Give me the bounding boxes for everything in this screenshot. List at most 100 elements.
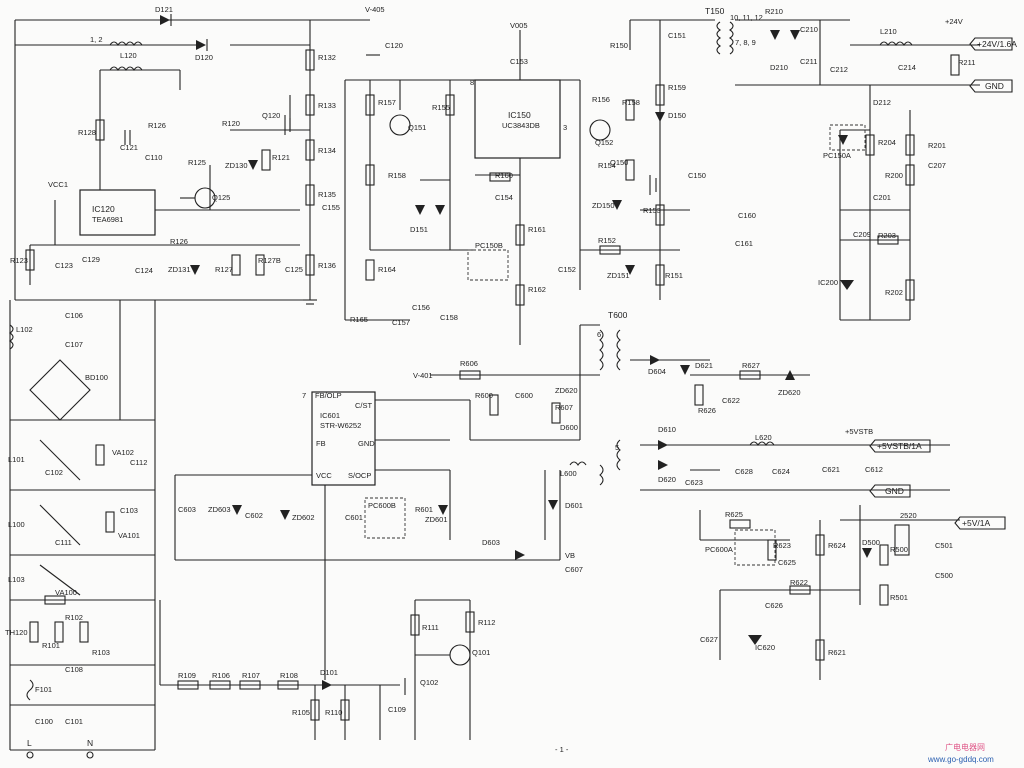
- label: R621: [828, 648, 846, 657]
- label: V-405: [365, 5, 385, 14]
- label: D604: [648, 367, 666, 376]
- coil-l210: [879, 41, 913, 46]
- label: C625: [778, 558, 796, 567]
- label: L620: [755, 433, 772, 442]
- optocoupler-pc600a: [734, 529, 776, 566]
- label: C207: [928, 161, 946, 170]
- label: R157: [378, 98, 396, 107]
- label: C628: [735, 467, 753, 476]
- transistor-q125: [180, 187, 216, 209]
- output-arrow-5vstb: [869, 439, 931, 453]
- label: L: [27, 738, 32, 748]
- label: 3: [563, 123, 567, 132]
- label: C125: [285, 265, 303, 274]
- shunt-ic620: [748, 635, 762, 645]
- label: T150: [705, 6, 725, 16]
- label: R607: [555, 403, 573, 412]
- label: L120: [120, 51, 137, 60]
- label: R160: [495, 171, 513, 180]
- diodes-d151: [415, 205, 445, 215]
- label: R127: [215, 265, 233, 274]
- label: R134: [318, 146, 336, 155]
- label: R150: [610, 41, 628, 50]
- label: R161: [528, 225, 546, 234]
- label: ZD131: [168, 265, 191, 274]
- label: R211: [958, 58, 975, 67]
- resistors-r101-r103: [29, 621, 89, 643]
- label: C100: [35, 717, 53, 726]
- label: R156: [592, 95, 610, 104]
- label: R136: [318, 261, 336, 270]
- label: V-401: [413, 371, 433, 380]
- wiring-ic601: [174, 374, 600, 680]
- label: R110: [325, 708, 342, 717]
- label: TH120: [5, 628, 28, 637]
- label: +5V/1A: [962, 518, 990, 528]
- label: C600: [515, 391, 533, 400]
- label: R103: [92, 648, 110, 657]
- label: C211: [800, 57, 817, 66]
- label: R623: [773, 541, 791, 550]
- label: R123: [10, 256, 28, 265]
- label: C622: [722, 396, 740, 405]
- label: 2520: [900, 511, 917, 520]
- label: ZD620: [555, 386, 578, 395]
- label: D600: [560, 423, 578, 432]
- label: C201: [873, 193, 891, 202]
- label: R127B: [258, 256, 281, 265]
- label: Q151: [408, 123, 426, 132]
- label: VA102: [112, 448, 134, 457]
- label: C109: [388, 705, 406, 714]
- label: R152: [598, 236, 616, 245]
- label: C150: [688, 171, 706, 180]
- label: C160: [738, 211, 756, 220]
- label: Q125: [212, 193, 230, 202]
- label: R159: [668, 83, 686, 92]
- output-arrow-5v: [954, 516, 1006, 530]
- label: C123: [55, 261, 73, 270]
- output-arrow-gnd-5vstb: [869, 484, 911, 498]
- diode-d120: [196, 39, 208, 51]
- resistors-secondary: [459, 370, 889, 661]
- coils-l101-l100-l103: [39, 439, 81, 596]
- label: F101: [35, 685, 52, 694]
- label: D621: [695, 361, 713, 370]
- resistors-r127: [231, 254, 265, 276]
- output-arrow-24v: [969, 37, 1013, 51]
- ic601-chip: [311, 391, 376, 486]
- label: Q150: [610, 158, 628, 167]
- label: IC150: [508, 110, 531, 120]
- resistor-r123: [25, 249, 35, 271]
- label: C624: [772, 467, 790, 476]
- resistors-bottom: [177, 611, 475, 721]
- label: L102: [16, 325, 33, 334]
- resistors-ic150: [365, 94, 525, 306]
- wiring-ac-input: [9, 300, 156, 751]
- zener-zd130: [248, 160, 258, 170]
- label: R500: [890, 545, 908, 554]
- label: ZD130: [225, 161, 248, 170]
- label: PC600A: [705, 545, 733, 554]
- label: 5: [615, 443, 619, 452]
- wiring-top-left: [14, 19, 370, 301]
- label: 6: [597, 330, 601, 339]
- label: R162: [528, 285, 546, 294]
- label: R627: [742, 361, 760, 370]
- transistor-q152: [589, 119, 611, 141]
- wiring-t150: [580, 19, 980, 300]
- label: TEA6981: [92, 215, 123, 224]
- label: D620: [658, 475, 676, 484]
- label: R165: [350, 315, 368, 324]
- diodes-d604-d621-d610-d620: [650, 355, 795, 470]
- site-watermark: 广电电器网 www.go-gddq.com - 1 -: [555, 742, 994, 764]
- label: R622: [790, 578, 808, 587]
- site-url: www.go-gddq.com: [927, 755, 994, 764]
- label: C/ST: [355, 401, 373, 410]
- label: R601: [415, 505, 433, 514]
- label: R102: [65, 613, 83, 622]
- label: PC600B: [368, 501, 396, 510]
- label: C121: [120, 143, 138, 152]
- label: VA101: [118, 531, 140, 540]
- label: C129: [82, 255, 100, 264]
- label: 1, 2: [90, 35, 103, 44]
